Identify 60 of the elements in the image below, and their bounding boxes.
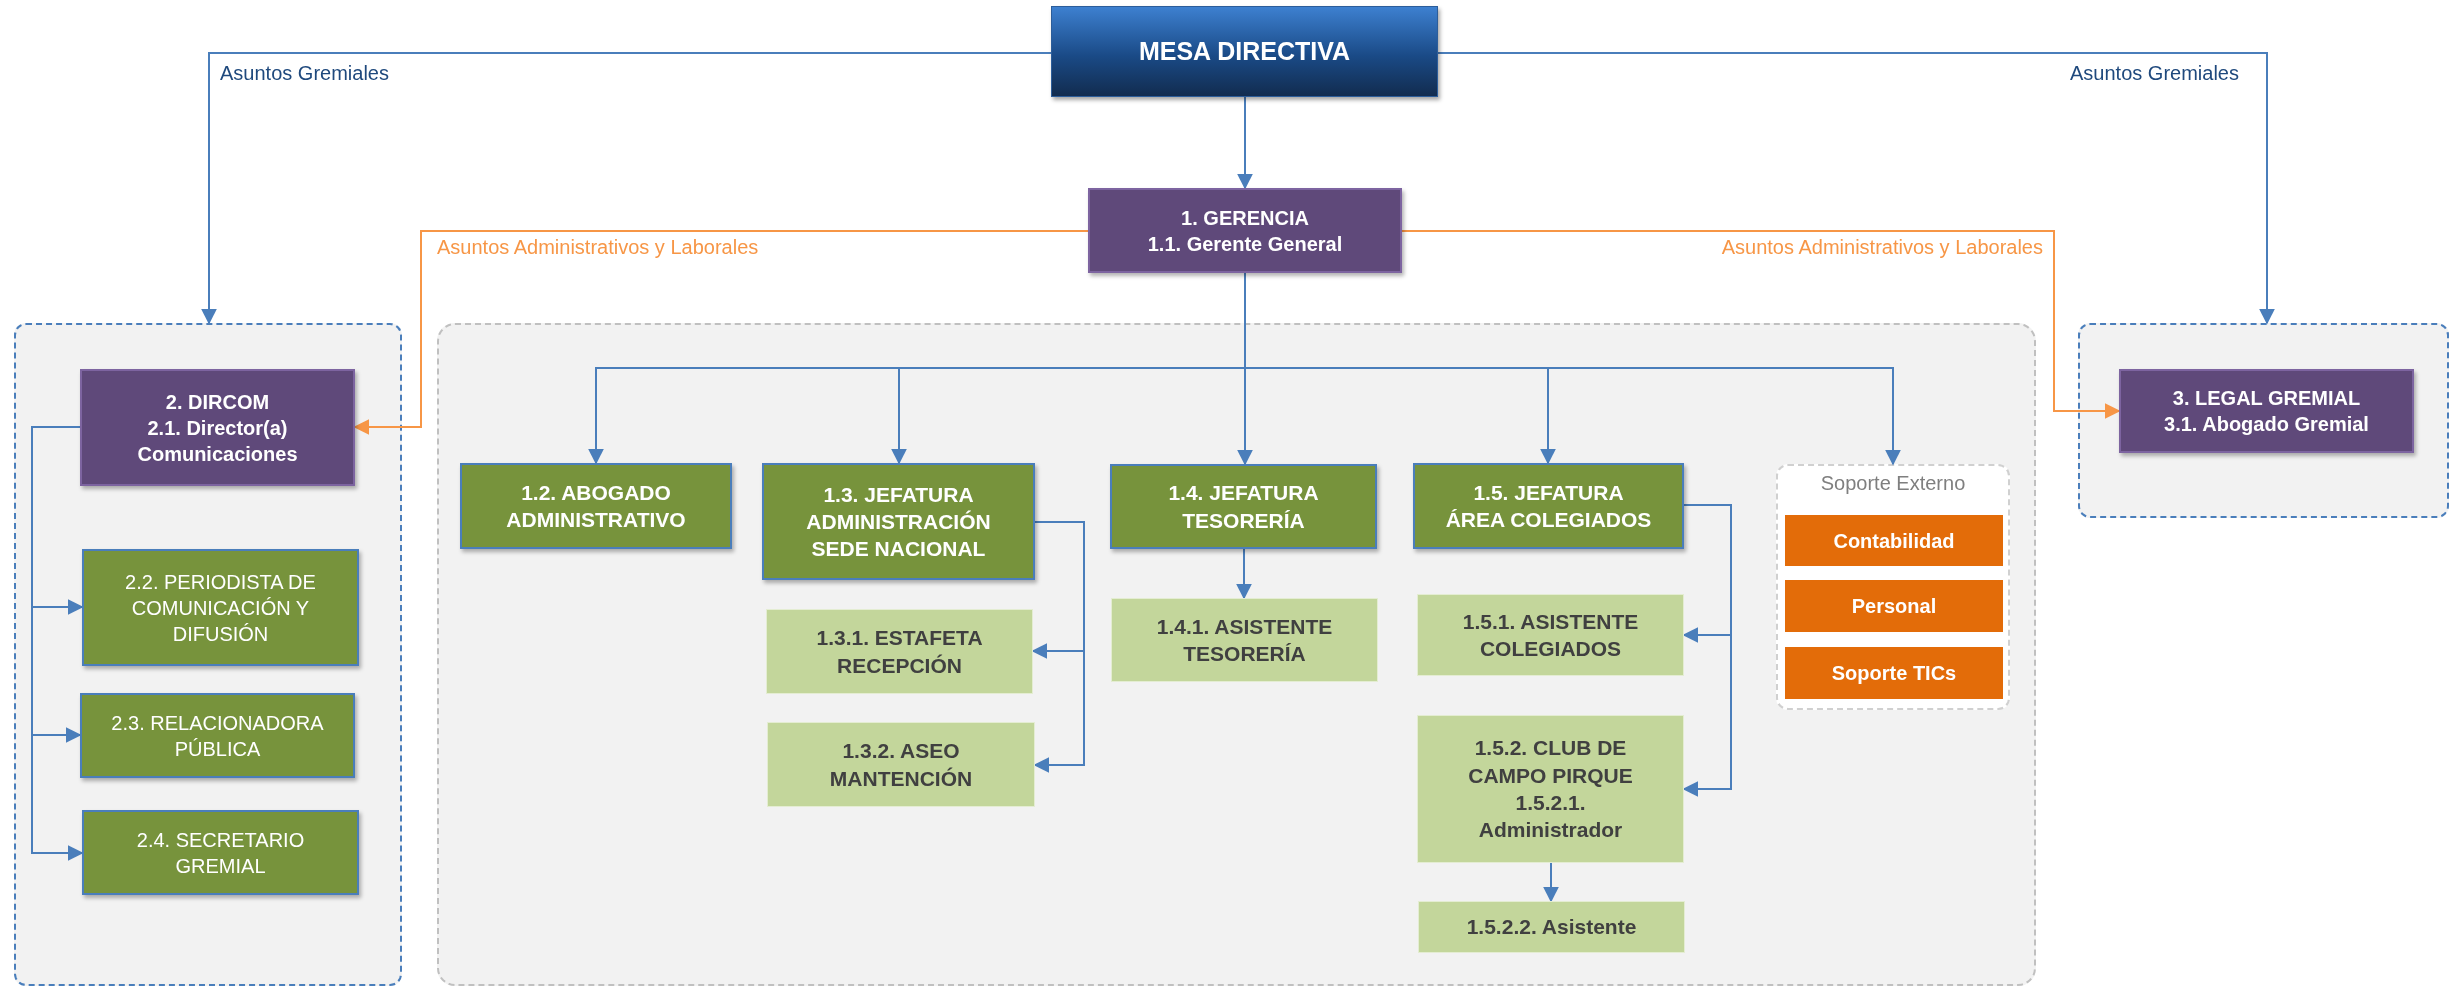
arrow [1236,548,1252,600]
process-box [80,693,355,778]
arrow [1437,52,2275,325]
arrow [201,52,1052,325]
box-label: 1.3.2. ASEO MANTENCIÓN [828,738,974,792]
process-box [1088,188,1402,273]
box-label: Contabilidad [1833,528,1955,554]
box-label: MESA DIRECTIVA [1138,36,1351,68]
box-label: 2.3. RELACIONADORA PÚBLICA [110,710,325,762]
arrow [353,230,1089,435]
process-box [1111,598,1378,682]
process-box [767,722,1035,807]
process-box [1110,464,1377,549]
process-box [1785,580,2003,632]
arrow [31,426,84,861]
process-box [2119,369,2414,453]
process-box [460,463,732,549]
box-label: 1.4.1. ASISTENTE TESORERÍA [1155,613,1334,667]
arrow [1237,96,1253,190]
box-label: Soporte TICs [1831,661,1957,686]
edge-label: Asuntos Administrativos y Laborales [1718,236,2046,259]
box-label: 1. GERENCIA [1181,205,1309,231]
process-box [762,463,1035,580]
process-box [1418,901,1685,953]
box-label: 1.2. ABOGADO ADMINISTRATIVO [505,479,687,533]
group-panel [437,323,2036,986]
box-label: 1.5.2. CLUB DE CAMPO PIRQUE [1467,735,1634,789]
process-box [82,549,359,666]
arrow [1401,230,2121,419]
arrow [1543,862,1559,903]
process-box [766,609,1033,694]
group-title: Soporte Externo [1820,471,1966,496]
process-box [82,810,359,895]
box-label: 1.5. JEFATURA ÁREA COLEGIADOS [1444,479,1653,533]
process-box [80,369,355,486]
box-label: 1.4. JEFATURA TESORERÍA [1167,480,1320,534]
box-label: 1.1. Gerente General [1147,231,1343,257]
box-label: 2. DIRCOM [165,389,270,415]
box-label: 2.2. PERIODISTA DE COMUNICACIÓN Y DIFUSIÓN [124,569,317,647]
process-box [1417,594,1684,676]
box-label: 3.1. Abogado Gremial [2164,412,2369,437]
process-box [1413,463,1684,549]
box-label: 2.4. SECRETARIO GREMIAL [135,827,306,879]
box-label: 1.5.1. ASISTENTE COLEGIADOS [1461,608,1640,662]
group-panel [2078,323,2449,518]
group-panel [14,323,402,986]
box-label: 1.3. JEFATURA ADMINISTRACIÓN SEDE NACIONAL [805,481,992,563]
box-label: 1.5.2.2. Asistente [1466,914,1637,941]
box-label: Personal [1851,594,1937,619]
process-box [1417,715,1684,863]
box-label: 1.5.2.1. Administrador [1477,790,1624,844]
arrow [1682,504,1732,797]
header-box [1051,6,1438,97]
process-box [1785,647,2003,699]
process-box [1785,515,2003,566]
arrow [1033,521,1085,773]
group-panel [1776,464,2010,710]
box-label: 1.3.1. ESTAFETA RECEPCIÓN [815,625,984,679]
box-label: 3. LEGAL GREMIAL [2172,386,2361,411]
box-label: 2.1. Director(a) Comunicaciones [136,415,299,467]
